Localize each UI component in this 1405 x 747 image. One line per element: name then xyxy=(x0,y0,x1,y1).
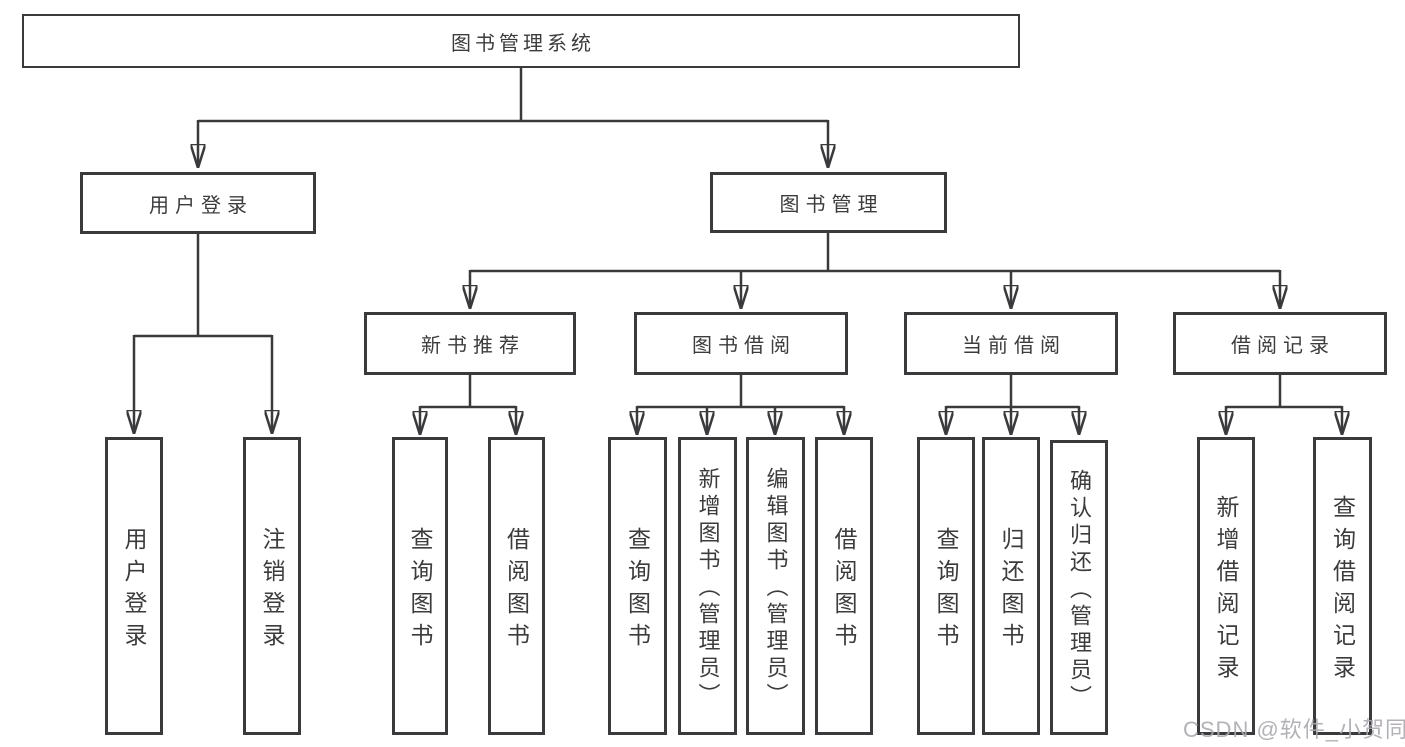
leaf-confirm-return-admin: 确认归还（管理员） xyxy=(1050,440,1108,735)
leaf-query-books-recommend: 查询图书 xyxy=(392,437,448,735)
leaf-borrow-books-recommend: 借阅图书 xyxy=(488,437,545,735)
csdn-watermark: CSDN @软件_小贺同学 xyxy=(1183,717,1405,742)
leaf-user-login: 用户登录 xyxy=(105,437,163,735)
leaf-borrow-books: 借阅图书 xyxy=(815,437,873,735)
leaf-add-books-admin: 新增图书（管理员） xyxy=(678,437,737,735)
leaf-query-borrow-record: 查询借阅记录 xyxy=(1313,437,1372,735)
node-library-management-system: 图书管理系统 xyxy=(22,14,1020,68)
leaf-return-books: 归还图书 xyxy=(982,437,1040,735)
leaf-add-borrow-record: 新增借阅记录 xyxy=(1197,437,1255,735)
node-user-login: 用户登录 xyxy=(80,172,316,234)
leaf-edit-books-admin: 编辑图书（管理员） xyxy=(746,437,805,735)
node-borrow-records: 借阅记录 xyxy=(1173,312,1387,375)
leaf-query-books-current: 查询图书 xyxy=(917,437,975,735)
leaf-logout: 注销登录 xyxy=(243,437,301,735)
node-book-borrow: 图书借阅 xyxy=(634,312,848,375)
leaf-query-books-borrow: 查询图书 xyxy=(608,437,667,735)
node-current-borrow: 当前借阅 xyxy=(904,312,1118,375)
node-new-book-recommend: 新书推荐 xyxy=(364,312,576,375)
node-book-management: 图书管理 xyxy=(710,172,947,233)
